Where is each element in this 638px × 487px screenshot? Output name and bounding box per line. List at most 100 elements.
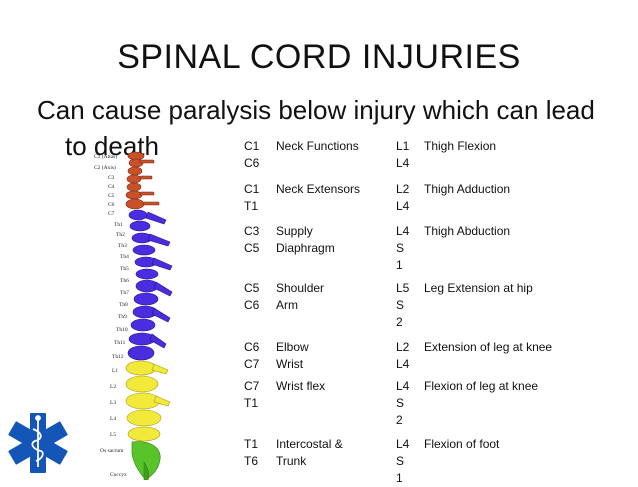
upper-function-cell-line: Neck Extensors <box>276 182 361 196</box>
spine-graphic <box>125 151 173 481</box>
label-t9: Th9 <box>118 314 127 320</box>
label-l4: L4 <box>110 416 117 422</box>
label-c4: C4 <box>108 184 115 190</box>
upper-function-cell-line: Elbow <box>276 340 309 354</box>
upper-level-cell-line: C5 <box>244 281 260 295</box>
lower-level-cell-line: L4 <box>396 224 410 238</box>
label-sacrum: Os sacrum <box>100 448 124 454</box>
label-c5: C5 <box>108 193 115 199</box>
label-l5: L5 <box>110 432 117 438</box>
lower-level-cell-line: S <box>396 241 405 255</box>
upper-function-cell-line: Wrist flex <box>276 379 326 393</box>
lower-level-cell-line: L1 <box>396 139 410 153</box>
label-c6: C6 <box>108 202 115 208</box>
label-t11: Th11 <box>114 340 126 346</box>
upper-level-cell-line: C6 <box>244 156 260 170</box>
label-t4: Th4 <box>120 254 129 260</box>
upper-level-cell-line: C3 <box>244 224 260 238</box>
upper-function-cell-line: Arm <box>276 298 298 312</box>
slide-title: SPINAL CORD INJURIES <box>117 38 521 76</box>
label-t10: Th10 <box>116 327 128 333</box>
cervical-vertebrae <box>125 151 160 210</box>
upper-function-cell-line: Shoulder <box>276 281 325 295</box>
lower-level-cell-line: L5 <box>396 281 410 295</box>
label-c7: C7 <box>108 211 115 217</box>
label-t7: Th7 <box>120 290 129 296</box>
upper-function-cell: Wrist flex <box>276 373 396 429</box>
lower-level-cell-line: L4 <box>396 379 410 393</box>
lower-function-cell-text: Flexion of foot <box>424 437 500 451</box>
lower-function-cell: Flexion of leg at knee <box>424 373 604 429</box>
label-t8: Th8 <box>119 302 128 308</box>
upper-level-cell-line: C1 <box>244 182 260 196</box>
upper-level-cell-line: C5 <box>244 241 260 255</box>
label-t12: Th12 <box>112 354 124 360</box>
upper-level-cell-line: T1 <box>244 199 259 213</box>
upper-level-cell-line: C7 <box>244 357 260 371</box>
slide-subtitle: Can cause paralysis below injury which c… <box>37 92 637 164</box>
label-l1: L1 <box>112 368 119 374</box>
upper-function-cell: Neck Functions <box>276 138 396 172</box>
lower-function-cell-text: Extension of leg at knee <box>424 340 553 354</box>
lower-function-cell: Leg Extension at hip <box>424 274 604 331</box>
upper-level-cell-line: C6 <box>244 298 260 312</box>
lumbar-vertebrae <box>125 360 171 442</box>
subtitle-line-1: Can cause paralysis below injury which c… <box>37 95 595 125</box>
upper-level-cell-line: T6 <box>244 454 259 468</box>
upper-function-cell-line: Diaphragm <box>276 241 335 255</box>
lower-function-cell: Flexion of foot <box>424 429 604 487</box>
upper-level-cell-line: C7 <box>244 379 260 393</box>
lower-level-cell-line: L4 <box>396 437 410 451</box>
label-t2: Th2 <box>116 232 125 238</box>
lower-function-cell: Thigh Adduction <box>424 172 604 215</box>
lower-level-cell-line: L2 <box>396 182 410 196</box>
label-l2: L2 <box>110 384 117 390</box>
lower-level-cell-line: 1 <box>396 471 403 485</box>
lower-level-cell-line: 2 <box>396 413 403 427</box>
upper-function-cell: Neck Extensors <box>276 172 396 215</box>
upper-function-cell-line: Intercostal & <box>276 437 343 451</box>
lower-level-cell-line: L2 <box>396 340 410 354</box>
lower-level-cell-line: L4 <box>396 156 410 170</box>
label-c3: C3 <box>108 175 115 181</box>
label-c1: C1 (Atlas) <box>94 154 118 160</box>
lower-function-cell-text: Leg Extension at hip <box>424 281 533 295</box>
spine-illustration: C1 (Atlas) C2 (Axis) C3 C4 C5 C6 C7 Th1 … <box>88 150 238 481</box>
label-coccyx: Coccyx <box>110 472 127 478</box>
lower-level-cell-line: S <box>396 396 405 410</box>
lower-level-cell-line: L4 <box>396 357 410 371</box>
upper-function-cell-line: Wrist <box>276 357 304 371</box>
upper-level-cell-line: C1 <box>244 139 260 153</box>
upper-function-cell-line: Trunk <box>276 454 307 468</box>
label-t5: Th5 <box>120 266 129 272</box>
lower-function-cell: Thigh Abduction <box>424 215 604 274</box>
upper-level-cell-line: T1 <box>244 396 259 410</box>
sacrum-coccyx <box>131 441 161 481</box>
lower-function-cell-text: Thigh Abduction <box>424 224 511 238</box>
lower-function-cell: Thigh Flexion <box>424 138 604 172</box>
star-of-life-icon <box>8 410 68 476</box>
upper-function-cell-line: Supply <box>276 224 313 238</box>
lower-level-cell-line: S <box>396 454 405 468</box>
